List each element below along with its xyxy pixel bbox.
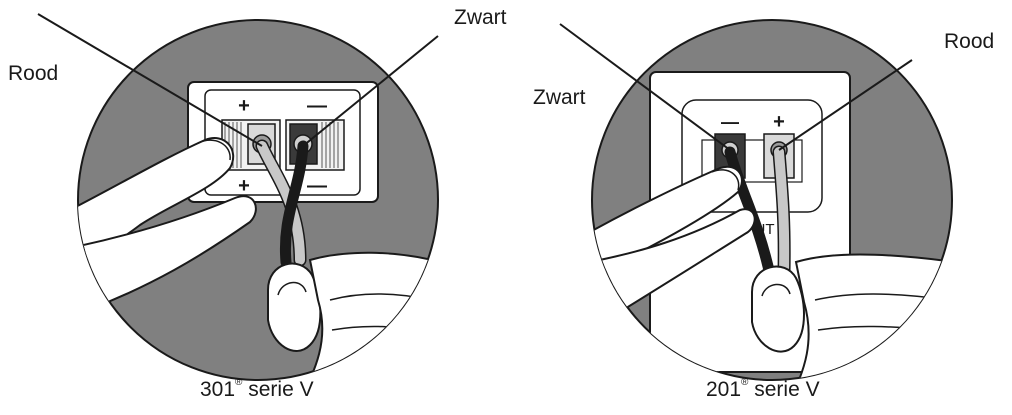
left-caption-series: serie V <box>242 378 314 401</box>
left-caption-model: 301 <box>200 378 236 401</box>
left-minus-terminal <box>285 119 345 171</box>
right-red-leader-line <box>778 59 913 151</box>
left-red-leader-line <box>37 13 263 147</box>
right-plus-sign: + <box>773 111 785 133</box>
right-black-wire <box>724 146 776 281</box>
left-red-wire-label: Rood <box>8 62 59 85</box>
left-black-wire <box>279 140 309 268</box>
right-caption-registered-mark: ® <box>741 377 749 388</box>
left-plus-sign-top: + <box>238 95 250 117</box>
left-figure: + — + — <box>77 19 439 381</box>
right-hand-thumb <box>751 265 805 353</box>
left-minus-sign-bottom: — <box>307 175 327 197</box>
right-figure: — + INPUT <box>591 19 953 381</box>
right-red-wire-label: Rood <box>944 30 995 53</box>
right-black-wire-label: Zwart <box>533 86 586 109</box>
right-caption: 201® serie V <box>706 377 820 402</box>
right-minus-sign: — <box>721 112 739 132</box>
right-caption-series: serie V <box>748 378 820 401</box>
left-minus-sign-top: — <box>307 95 327 117</box>
left-black-leader-line <box>302 35 439 147</box>
right-caption-model: 201 <box>706 378 742 401</box>
left-plus-sign-bottom: + <box>238 175 250 197</box>
left-black-wire-label: Zwart <box>454 6 507 29</box>
left-caption-registered-mark: ® <box>235 377 243 388</box>
left-caption: 301® serie V <box>200 377 314 402</box>
right-black-leader-line <box>559 23 731 151</box>
